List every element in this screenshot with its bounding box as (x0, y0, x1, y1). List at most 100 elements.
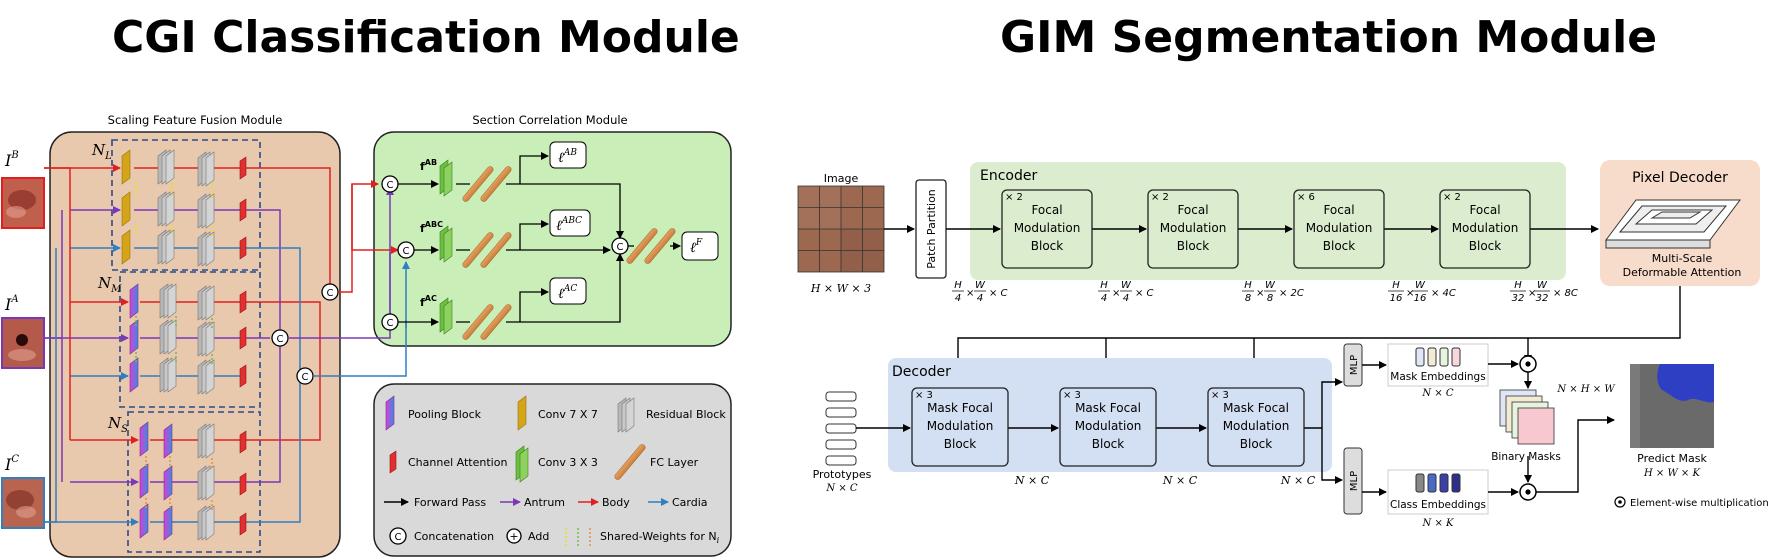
svg-text:× C: × C (1135, 288, 1154, 299)
svg-text:H: H (954, 280, 962, 291)
svg-text:4: 4 (977, 293, 983, 304)
pyramid-icon (1605, 199, 1741, 249)
nhw-dim: N × H × W (1556, 384, 1615, 395)
svg-text:× 2: × 2 (1443, 192, 1461, 203)
svg-text:×: × (1256, 288, 1264, 299)
pixel-decoder-label: Pixel Decoder (1632, 170, 1728, 186)
mask-embeddings: Mask Embeddings (1387, 343, 1489, 387)
svg-text:Block: Block (944, 437, 977, 451)
svg-text:× 4C: × 4C (1431, 288, 1456, 299)
svg-text:Block: Block (1177, 239, 1210, 253)
svg-text:MLP: MLP (1349, 355, 1360, 375)
svg-text:Mask Embeddings: Mask Embeddings (1390, 371, 1485, 383)
svg-text:× 2C: × 2C (1279, 288, 1304, 299)
svg-text:Conv 7 X 7: Conv 7 X 7 (538, 408, 598, 421)
class-embeddings: Class Embeddings (1387, 469, 1489, 515)
svg-text:Cardia: Cardia (672, 496, 708, 509)
endoscopy-image-antrum (1, 317, 45, 369)
concat-node-cardia: C (296, 367, 314, 385)
prototypes-dim: N × C (825, 483, 857, 494)
enc-dim-4: H 16 × W 16 × 4C (1388, 280, 1456, 304)
svg-text:C: C (387, 180, 394, 191)
svg-text:C: C (327, 288, 334, 299)
svg-text:Modulation: Modulation (1075, 419, 1142, 433)
svg-text:× 8C: × 8C (1553, 288, 1578, 299)
svg-text:4: 4 (1101, 293, 1107, 304)
svg-text:32: 32 (1512, 293, 1525, 304)
svg-text:Focal: Focal (1031, 203, 1062, 217)
svg-text:8: 8 (1267, 293, 1273, 304)
enc-dim-3: H 8 × W 8 × 2C (1242, 280, 1304, 304)
dec-dim-1: N × C (1014, 474, 1050, 487)
group-nl (111, 139, 261, 271)
svg-text:Class Embeddings: Class Embeddings (1390, 499, 1486, 511)
svg-text:H: H (1244, 280, 1252, 291)
svg-text:× 3: × 3 (1211, 390, 1229, 401)
svg-text:Shared-Weights for Ni: Shared-Weights for Ni (600, 530, 720, 545)
svg-text:× C: × C (989, 288, 1008, 299)
svg-text:Residual Block: Residual Block (646, 408, 726, 421)
svg-text:32: 32 (1536, 293, 1549, 304)
svg-text:C: C (395, 532, 402, 543)
enc-block-1: × 2 Focal Modulation Block (1001, 189, 1093, 269)
endoscopy-image-body (1, 177, 45, 229)
cgi-title: CGI Classification Module (112, 12, 740, 63)
svg-text:Focal: Focal (1323, 203, 1354, 217)
svg-text:W: W (1415, 280, 1426, 291)
svg-text:Focal: Focal (1469, 203, 1500, 217)
decoder-arrows (856, 378, 1343, 484)
legend: Pooling Block Conv 7 X 7 Residual Block … (384, 395, 726, 546)
label-nl: NL (91, 141, 112, 162)
svg-text:W: W (1265, 280, 1276, 291)
svg-text:Mask Focal: Mask Focal (1075, 401, 1141, 415)
binary-masks-stack (1499, 389, 1555, 445)
loss-boxes: ℓAB ℓABC ℓAC ℓF (549, 141, 719, 305)
scm-lines (398, 152, 681, 326)
predicted-mask-image (1630, 364, 1714, 448)
svg-text:Modulation: Modulation (1014, 221, 1081, 235)
svg-text:ℓF: ℓF (690, 238, 703, 256)
svg-text:Mask Focal: Mask Focal (1223, 401, 1289, 415)
svg-text:4: 4 (955, 293, 961, 304)
enc-block-3: × 6 Focal Modulation Block (1293, 189, 1385, 269)
predict-mask-label: Predict Mask (1637, 452, 1707, 465)
svg-text:H: H (1392, 280, 1400, 291)
encoder-panel (970, 162, 1566, 280)
svg-text:W: W (1121, 280, 1132, 291)
dec-block-3: × 3 Mask Focal Modulation Block (1207, 387, 1305, 467)
svg-text:Element-wise multiplication: Element-wise multiplication (1630, 498, 1769, 509)
svg-text:+: + (509, 530, 518, 543)
feature-ab: fAB (420, 158, 437, 173)
svg-text:Add: Add (528, 530, 549, 543)
binary-masks-label: Binary Masks (1491, 451, 1561, 463)
svg-text:C: C (403, 246, 410, 257)
group-nm (119, 271, 261, 408)
multiply-node-top (1519, 355, 1537, 373)
svg-text:× 3: × 3 (1063, 390, 1081, 401)
svg-text:16: 16 (1414, 293, 1427, 304)
enc-dim-5: H 32 × W 32 × 8C (1510, 280, 1578, 304)
svg-text:Modulation: Modulation (1306, 221, 1373, 235)
mlp-box-mask: MLP (1343, 343, 1363, 387)
svg-text:W: W (975, 280, 986, 291)
decoder-label: Decoder (892, 364, 951, 380)
svg-text:W: W (1537, 280, 1548, 291)
msda-label-2: Deformable Attention (1623, 266, 1742, 279)
svg-text:Conv 3 X 3: Conv 3 X 3 (538, 456, 598, 469)
svg-text:×: × (1112, 288, 1120, 299)
dec-block-2: × 3 Mask Focal Modulation Block (1059, 387, 1157, 467)
enc-block-2: × 2 Focal Modulation Block (1147, 189, 1239, 269)
endoscopy-image-cardia (1, 477, 45, 529)
enc-dim-1: H 4 × W 4 × C (952, 280, 1008, 304)
svg-text:C: C (387, 318, 394, 329)
label-nm: NM (97, 274, 122, 295)
svg-text:×: × (966, 288, 974, 299)
svg-text:C: C (277, 334, 284, 345)
dec-dim-2: N × C (1162, 474, 1198, 487)
input-b-label: IB (4, 150, 19, 170)
mlp-box-class: MLP (1343, 447, 1363, 515)
svg-text:Channel Attention: Channel Attention (408, 456, 507, 469)
svg-text:Block: Block (1323, 239, 1356, 253)
input-a-label: IA (4, 294, 19, 314)
svg-text:MLP: MLP (1349, 471, 1360, 491)
